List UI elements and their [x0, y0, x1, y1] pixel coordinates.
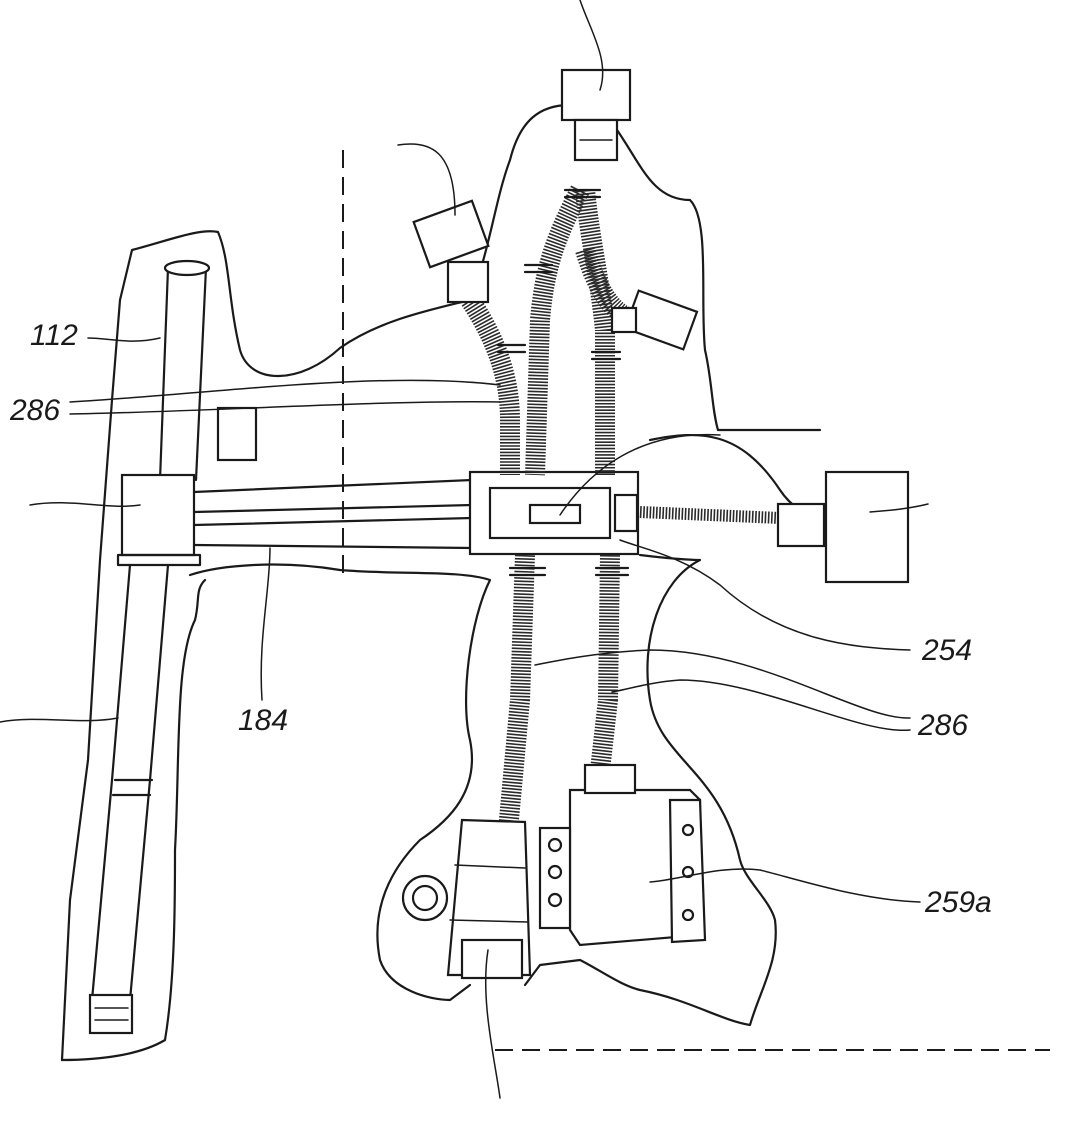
- leader-left-rod: [0, 717, 119, 723]
- leader-left-clamp: [29, 502, 141, 508]
- mounting-hole-inner: [411, 884, 439, 912]
- panel-left-lower-outline: [60, 578, 207, 1062]
- rod-bottom-fitting-detail: [94, 1007, 129, 1021]
- junction-box-side-port: [613, 493, 639, 533]
- cable-clip-2: [523, 263, 554, 274]
- plate-hole-1: [547, 837, 563, 853]
- channel-bottom-edge: [192, 543, 474, 550]
- cable-clip-5: [594, 566, 630, 577]
- leader-right-box: [869, 503, 929, 513]
- leader-bottom: [484, 949, 501, 1099]
- plate-hole-3: [547, 892, 563, 908]
- right-connector-plug: [776, 502, 826, 548]
- connector-upper-left: [412, 199, 490, 269]
- lower-left-bracket: [446, 818, 532, 977]
- rod-band-1: [111, 778, 154, 797]
- leader-259a: [649, 868, 921, 903]
- leader-286-upper-b: [69, 401, 501, 415]
- leader-254-inner: [559, 433, 721, 516]
- vertical-rod-left-edge: [90, 266, 170, 1002]
- flange-hole-2: [681, 865, 695, 879]
- label-286-lower: 286: [917, 709, 968, 742]
- label-286-upper: 286: [9, 394, 60, 427]
- rod-top-cap: [163, 259, 211, 277]
- leader-upper-left-connector: [397, 143, 456, 216]
- small-plate: [216, 406, 258, 462]
- lower-left-bracket-inner: [449, 864, 529, 923]
- wire-bundle-upper-left: [461, 294, 520, 475]
- connector-upper-left-plug: [446, 260, 490, 304]
- connector-top: [560, 68, 632, 122]
- plate-hole-2: [547, 864, 563, 880]
- label-254: 254: [921, 634, 972, 667]
- rod-bottom-fitting: [88, 993, 134, 1035]
- rod-clamp-block: [120, 473, 196, 557]
- flange-hole-3: [681, 908, 695, 922]
- label-112: 112: [30, 319, 78, 352]
- leader-112: [87, 337, 161, 342]
- channel-mid-edge-2: [192, 516, 474, 527]
- wire-bundle-upper-right: [575, 189, 615, 475]
- channel-mid-edge: [192, 503, 474, 514]
- leader-top-connector: [579, 0, 604, 91]
- panel-lower-outline: [188, 563, 492, 1002]
- flange-hole-1: [681, 823, 695, 837]
- panel-lower-right-outline: [523, 553, 777, 1027]
- label-259a: 259a: [924, 886, 992, 919]
- wire-bundle-upper-center: [525, 185, 589, 476]
- cable-clip-6: [563, 188, 602, 199]
- cable-clip-3: [590, 350, 622, 361]
- wire-bundle-lower-right: [590, 554, 620, 772]
- module-259a-top-tab: [583, 763, 637, 795]
- connector-right-branch-plug: [610, 306, 638, 334]
- vertical-rod-right-edge: [128, 266, 208, 1002]
- wire-bundle-lower-left: [498, 554, 535, 831]
- leader-286-lower-b: [611, 679, 911, 732]
- leader-286-lower-a: [534, 649, 911, 719]
- leader-184: [260, 547, 271, 701]
- cable-clip-4: [508, 566, 547, 577]
- label-184: 184: [238, 704, 288, 737]
- junction-box-window: [528, 503, 582, 525]
- wire-bundle-right-short: [639, 506, 781, 524]
- cable-clip-1: [496, 343, 527, 354]
- right-connector-box: [824, 470, 910, 584]
- channel-top-edge: [192, 478, 474, 494]
- leader-286-upper-a: [69, 379, 501, 403]
- leader-254: [619, 539, 911, 651]
- panel-outline: [60, 103, 822, 1062]
- lower-left-bracket-foot: [460, 938, 524, 980]
- rod-clamp-base: [116, 553, 202, 567]
